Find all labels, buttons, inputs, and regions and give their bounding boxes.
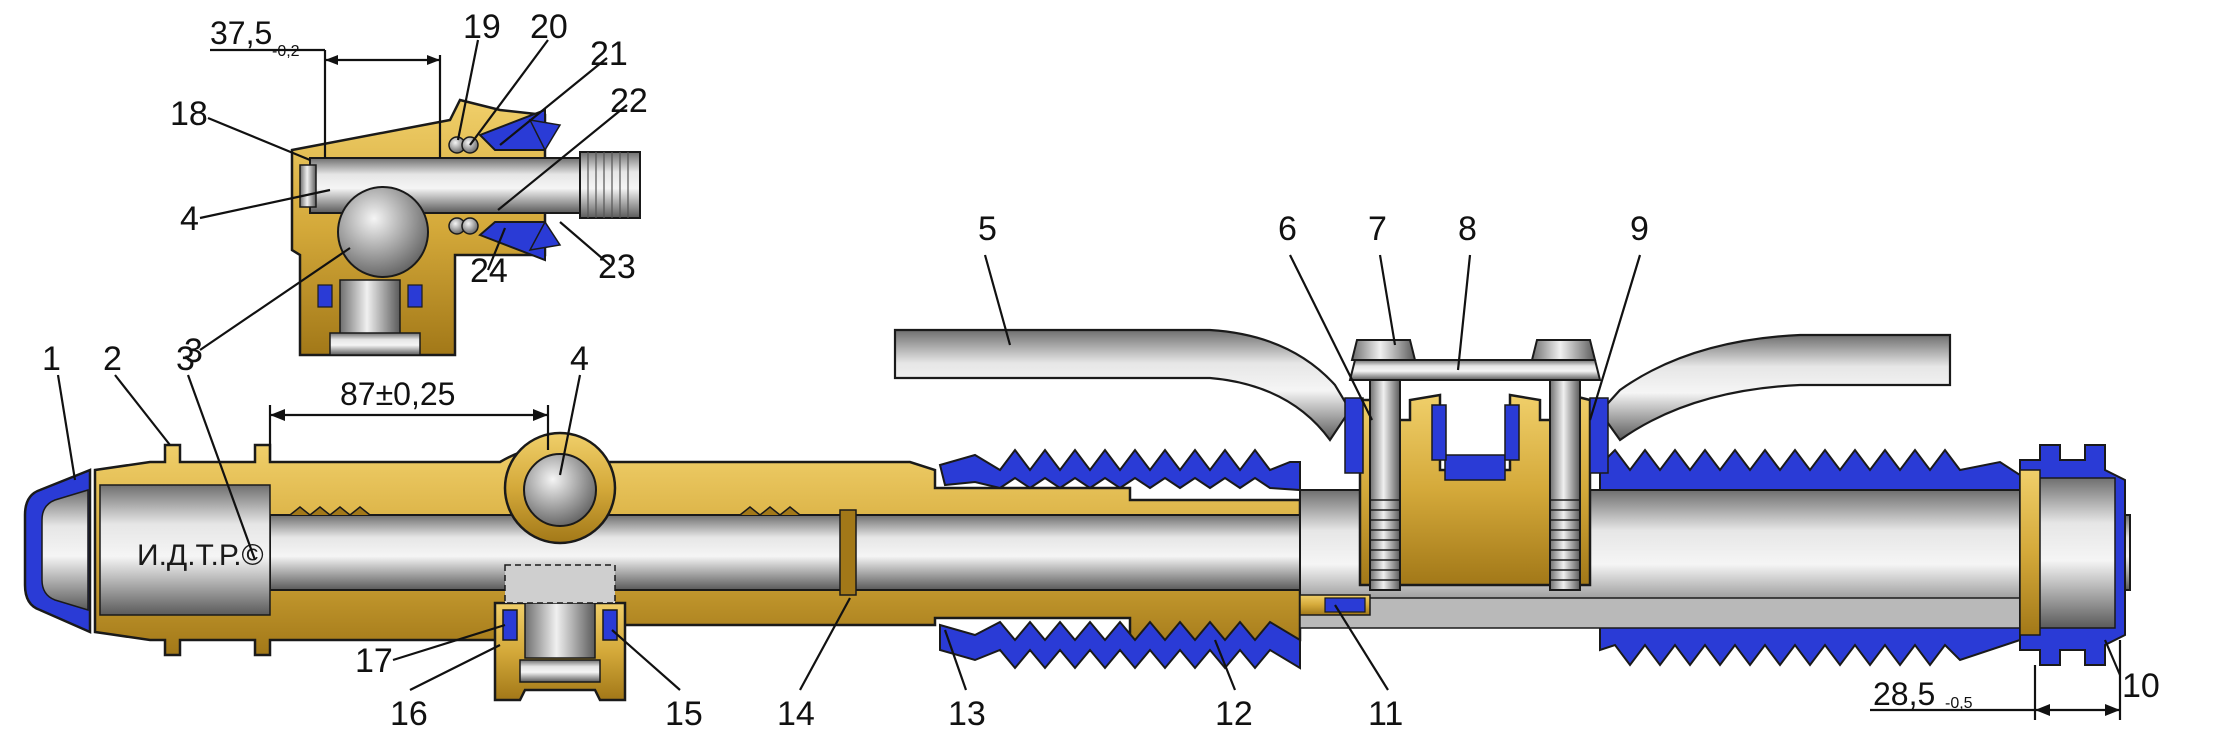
- bolt-plate: [1348, 359, 1602, 381]
- callout-17: 17: [355, 642, 393, 680]
- callout-20: 20: [530, 8, 568, 46]
- slider-blue: [1324, 597, 1366, 613]
- callout-6: 6: [1278, 210, 1297, 248]
- rack-bore: [99, 484, 271, 616]
- protective-boot-right-lower: [1599, 618, 2021, 667]
- leader-lines: [56, 39, 2122, 691]
- stop-ring: [839, 509, 857, 596]
- bolt-right: [1530, 339, 1597, 591]
- callout-23: 23: [598, 248, 636, 286]
- callout-4-inset: 4: [180, 200, 199, 238]
- callout-12: 12: [1215, 695, 1253, 733]
- bracket-pad-left: [1344, 397, 1364, 474]
- bracket-pad-center: [1444, 454, 1506, 481]
- dimension-top-left-tol: -0,2: [272, 43, 300, 60]
- callout-1: 1: [42, 340, 61, 378]
- callout-14: 14: [777, 695, 815, 733]
- watermark: И.Д.Т.Р.©: [137, 539, 264, 572]
- inner-tube: [1299, 597, 2021, 629]
- callout-10: 10: [2122, 667, 2160, 705]
- callout-22: 22: [610, 82, 648, 120]
- pinion-splines: [579, 151, 641, 219]
- dimension-right-tol: -0,5: [1945, 695, 1973, 712]
- callout-4: 4: [570, 340, 589, 378]
- callout-13: 13: [948, 695, 986, 733]
- bracket-pad-center-l: [1431, 404, 1447, 461]
- dimension-top-left: 37,5: [210, 15, 272, 51]
- tie-rod-right: [1598, 333, 1952, 442]
- needle-bearing: [299, 164, 317, 208]
- protective-boot: [938, 448, 1301, 492]
- callout-24: 24: [470, 252, 508, 290]
- bracket-pad-right: [1589, 397, 1609, 474]
- rack-assembly: И.Д.Т.Р.©: [23, 328, 2131, 702]
- pinion-spline-lines: [587, 152, 629, 218]
- callout-7: 7: [1368, 210, 1387, 248]
- inset-plunger: [317, 279, 423, 356]
- bolt-left: [1350, 339, 1417, 591]
- end-bush-right: [2019, 469, 2041, 636]
- callout-9: 9: [1630, 210, 1649, 248]
- callout-18: 18: [170, 95, 208, 133]
- callout-3-inset: 3: [184, 332, 203, 370]
- callout-21: 21: [590, 35, 628, 73]
- bracket-pad-center-r: [1504, 404, 1520, 461]
- protective-boot-right: [1599, 448, 2021, 497]
- pinion-gear: [523, 453, 597, 527]
- pinion-inset: [290, 98, 641, 357]
- callout-3: 3: [176, 340, 195, 378]
- tie-rod-left: [893, 328, 1352, 442]
- callout-16: 16: [390, 695, 428, 733]
- callout-15: 15: [665, 695, 703, 733]
- dimensions: 37,5 -0,2 87±0,25 28,5 -0,5: [210, 15, 2122, 720]
- pinion-gear-ball: [337, 186, 429, 278]
- callout-5: 5: [978, 210, 997, 248]
- callout-19: 19: [463, 8, 501, 46]
- callout-2: 2: [103, 340, 122, 378]
- callout-11: 11: [1368, 695, 1403, 733]
- dimension-middle: 87±0,25: [340, 376, 455, 412]
- pinion-boot: [528, 119, 562, 251]
- dimension-right: 28,5: [1873, 676, 1935, 712]
- callout-8: 8: [1458, 210, 1477, 248]
- end-cap-left-plug: [41, 488, 89, 612]
- callouts: 1 2 3 4 5 6 7 8 9 10 11 12 13 14 15 16 1…: [42, 8, 2160, 733]
- rack-plunger-assembly: [493, 564, 627, 702]
- protective-boot-lower: [939, 620, 1301, 670]
